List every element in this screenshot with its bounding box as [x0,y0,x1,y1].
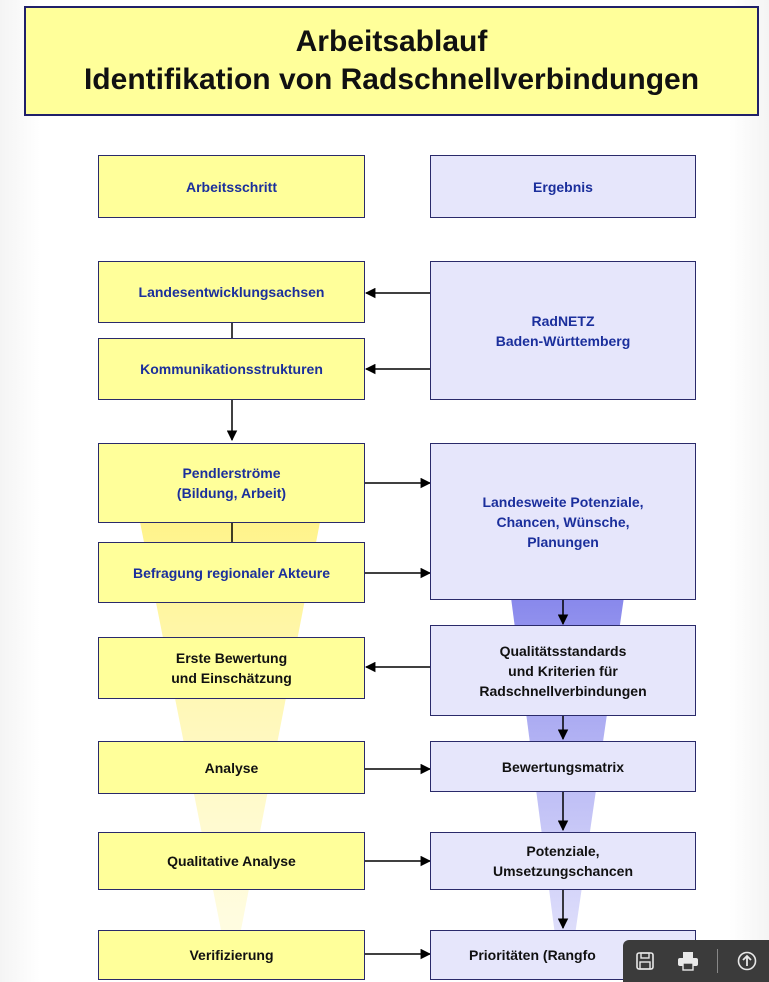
step-analyse: Analyse [98,741,365,794]
step-befragung: Befragung regionaler Akteure [98,542,365,603]
print-icon[interactable] [674,947,702,975]
step-verifizierung: Verifizierung [98,930,365,980]
result-landesweite-potenziale: Landesweite Potenziale, Chancen, Wünsche… [430,443,696,600]
viewer-toolbar [623,940,769,982]
result-radnetz: RadNETZ Baden-Württemberg [430,261,696,400]
step-qualitative-analyse: Qualitative Analyse [98,832,365,890]
header-arbeitsschritt-label: Arbeitsschritt [185,178,278,195]
step-kommunikationsstrukturen: Kommunikationsstrukturen [98,338,365,400]
save-icon[interactable] [631,947,659,975]
header-ergebnis: Ergebnis [430,155,696,218]
header-arbeitsschritt: Arbeitsschritt [98,155,365,218]
yellow-funnel [140,522,320,935]
title-line-2: Identifikation von Radschnellverbindunge… [83,63,700,96]
title-line-1: Arbeitsablauf [295,25,488,58]
step-landesentwicklungsachsen: Landesentwicklungsachsen [98,261,365,323]
header-ergebnis-label: Ergebnis [533,178,593,195]
result-potenziale-umsetzung: Potenziale, Umsetzungschancen [430,832,696,890]
step-pendlerstroeme: Pendlerströme (Bildung, Arbeit) [98,443,365,523]
toolbar-divider [717,949,719,973]
result-bewertungsmatrix: Bewertungsmatrix [430,741,696,792]
step-erste-bewertung: Erste Bewertung und Einschätzung [98,637,365,699]
scroll-up-icon[interactable] [733,947,761,975]
result-qualitaetsstandards: Qualitätsstandards und Kriterien für Rad… [430,625,696,716]
diagram-title: Arbeitsablauf Identifikation von Radschn… [24,6,759,116]
